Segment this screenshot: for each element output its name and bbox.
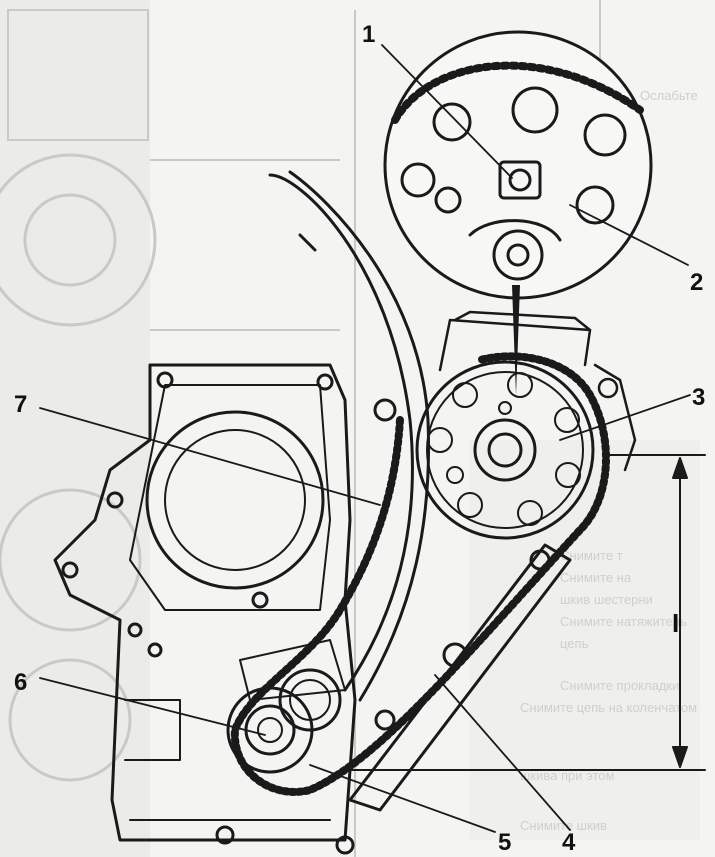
bg-text-line: шкива при этом [520,768,615,783]
bg-text-line: Снимите т [560,548,623,563]
bg-text-line: Снимите шкив [520,818,607,833]
bg-text-line: Снимите натяжитель [560,614,687,629]
detail-inset [383,30,653,300]
inset-pointer [512,285,520,395]
bg-text-line: Ослабьте [640,88,698,103]
callout-3: 3 [692,384,705,411]
callout-1: 1 [362,21,375,48]
camshaft-sprocket [415,360,595,540]
bg-text-line: Снимите цепь на коленчатом [520,700,697,715]
crankshaft-sprocket [226,668,342,774]
engine-front-cover [53,363,357,855]
bg-text-line: Снимите прокладки [560,678,679,693]
bg-text-line: цепь [560,636,589,651]
bg-text-line: шкив шестерни [560,592,653,607]
callout-6: 6 [14,669,27,696]
leader-lines [39,44,691,833]
callout-5: 5 [498,829,511,856]
callout-2: 2 [690,269,703,296]
timing-chain [230,352,610,796]
dimension-label: I [672,608,679,638]
bg-text-line: Снимите на [560,570,632,585]
chain-guide-rail [239,170,431,702]
callout-7: 7 [14,391,27,418]
dimension-marker [349,454,706,771]
callout-4: 4 [562,829,576,856]
